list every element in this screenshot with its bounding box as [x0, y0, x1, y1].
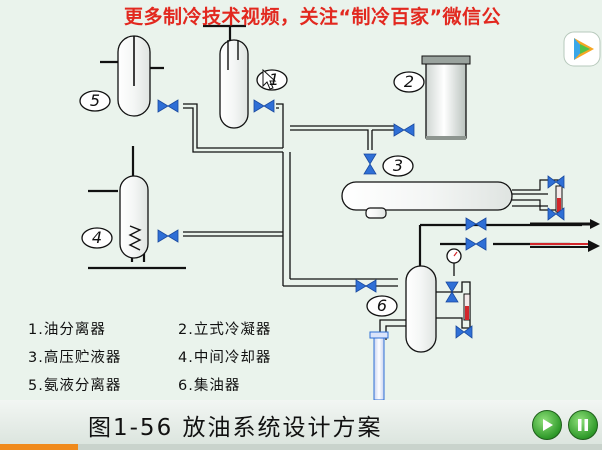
- valves[interactable]: [157, 99, 565, 339]
- intercooler-vessel: [119, 175, 149, 259]
- pressure-gauge: [446, 248, 462, 276]
- label-collector-6: 6: [376, 296, 388, 315]
- equipment-legend: 1.油分离器 2.立式冷凝器 3.高压贮液器 4.中间冷却器 5.氨液分离器 6…: [28, 318, 328, 398]
- play-icon: [543, 419, 553, 431]
- blue-drain-pipe: [369, 331, 389, 401]
- pause-button[interactable]: [568, 410, 598, 440]
- equipment-number-ellipses: [79, 69, 425, 317]
- outlet-arrows: [530, 219, 600, 252]
- play-button[interactable]: [532, 410, 562, 440]
- label-oil-separator-1: 1: [268, 70, 280, 89]
- legend-item: 4.中间冷却器: [178, 350, 272, 366]
- label-separator-5: 5: [89, 91, 101, 110]
- vertical-condenser: [421, 55, 471, 140]
- high-pressure-receiver: [341, 179, 561, 219]
- oil-separator-vessel: [219, 39, 249, 129]
- oil-collector-vessel: [405, 265, 471, 353]
- player-footer: [0, 400, 602, 450]
- figure-caption: 图1-56 放油系统设计方案: [88, 415, 383, 441]
- video-logo-icon: [563, 31, 601, 67]
- video-progress-fill: [0, 444, 79, 450]
- legend-item: 5.氨液分离器: [28, 378, 122, 394]
- legend-item: 3.高压贮液器: [28, 350, 122, 366]
- legend-item: 2.立式冷凝器: [178, 322, 272, 338]
- label-condenser-2: 2: [403, 72, 415, 91]
- legend-item: 1.油分离器: [28, 322, 106, 338]
- watermark-text: 更多制冷技术视频，关注“制冷百家”微信公: [124, 6, 501, 28]
- label-receiver-3: 3: [392, 156, 404, 175]
- mouse-cursor-icon: [262, 68, 277, 90]
- label-intercooler-4: 4: [91, 228, 103, 247]
- legend-item: 6.集油器: [178, 378, 241, 394]
- ammonia-liquid-separator-vessel: [117, 35, 151, 117]
- pause-icon: [578, 419, 588, 431]
- video-progress-bar[interactable]: [0, 444, 602, 450]
